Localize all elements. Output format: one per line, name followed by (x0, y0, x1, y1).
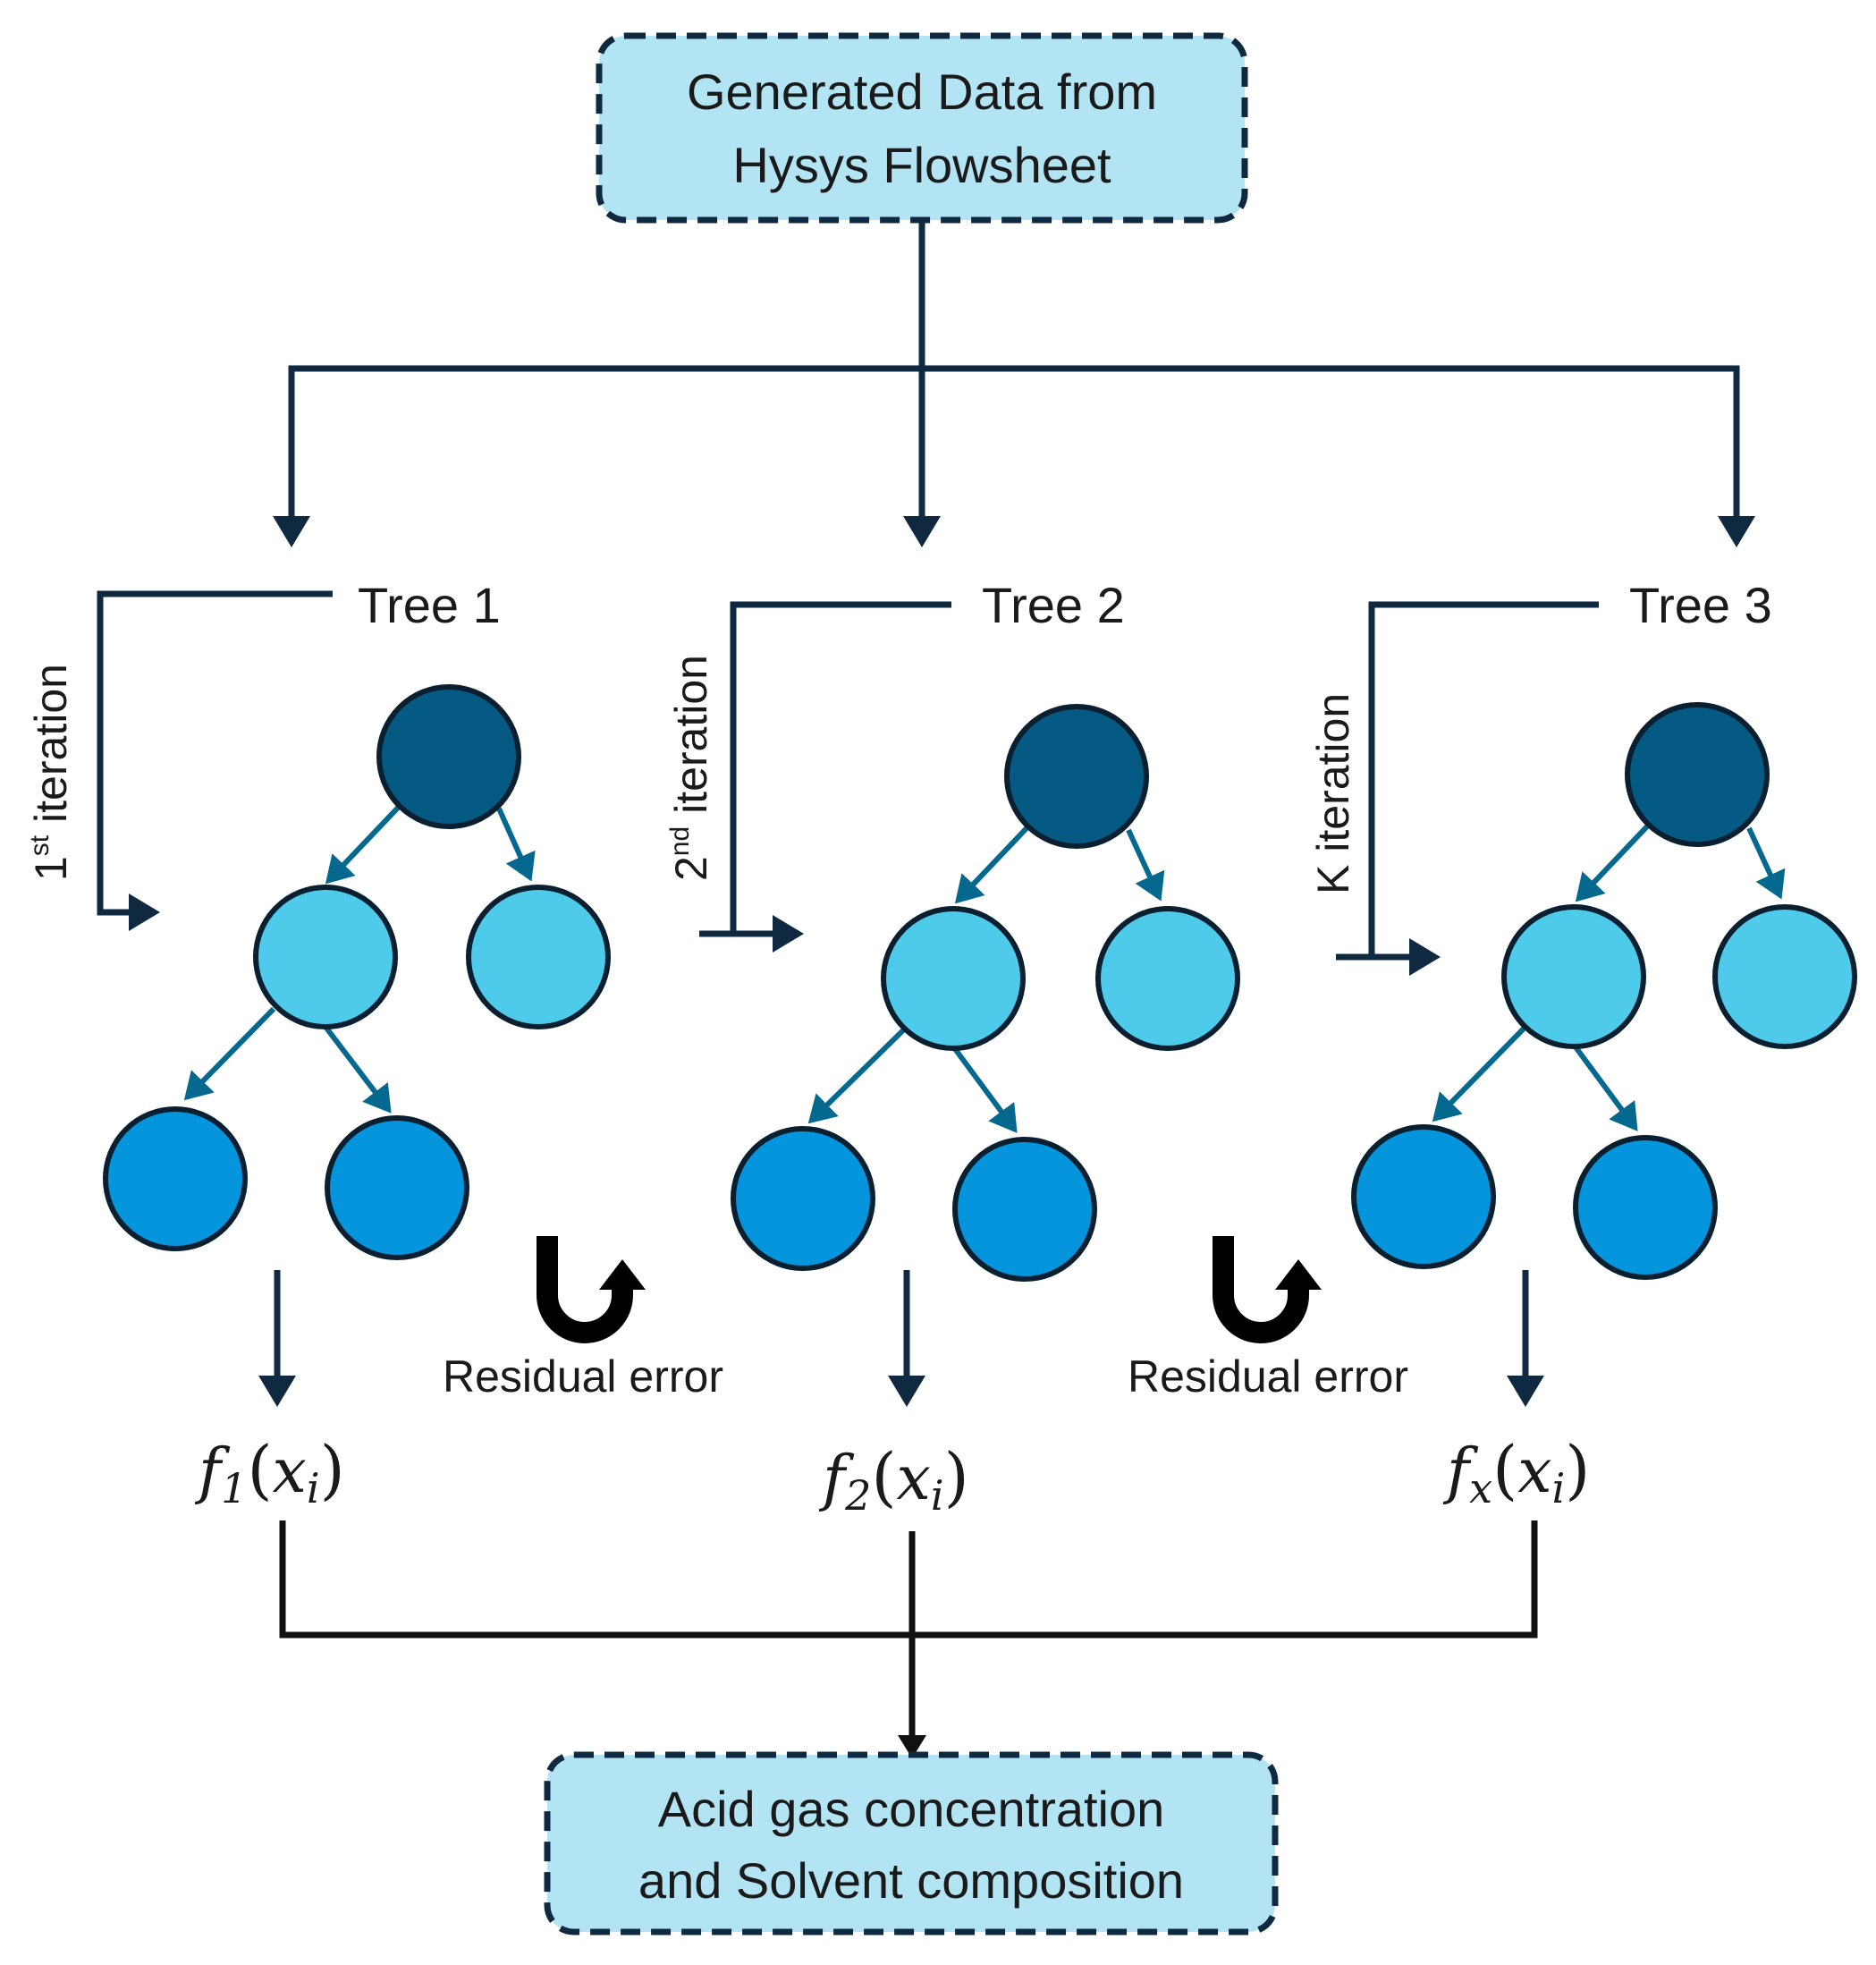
aggregation-arrowhead (898, 1735, 926, 1758)
aggregation-lines (279, 1520, 1538, 1758)
tree-1-edge-root-left (325, 804, 401, 885)
tree-2-edge-root-right (1126, 828, 1165, 902)
input-box-line2: Hysys Flowsheet (732, 137, 1111, 193)
tree-1-edge-mid-right (323, 1025, 392, 1114)
tree-3-iteration-label: K iteration (1308, 693, 1358, 894)
input-box: Generated Data from Hysys Flowsheet (596, 32, 1248, 224)
tree-2: Tree 2 2nd iteration f2(xi) (665, 577, 1240, 1520)
tree-1: Tree 1 1st iteration f1(xi) (25, 577, 611, 1512)
output-box: Acid gas concentration and Solvent compo… (544, 1751, 1279, 1935)
tree-1-label: Tree 1 (358, 577, 501, 633)
tree-3-edge-mid-right (1571, 1043, 1638, 1131)
tree-1-leaf-right (325, 1115, 469, 1260)
tree-2-middle-node (881, 906, 1026, 1051)
tree-3-edge-root-left (1575, 824, 1650, 902)
tree-2-root-node (1004, 704, 1149, 849)
tree-3-leaf-left (1351, 1124, 1496, 1269)
svg-text:2nd iteration: 2nd iteration (665, 655, 716, 881)
tree-1-root-node (376, 684, 521, 829)
redo-arrow-head-icon (1275, 1259, 1322, 1290)
tree-1-leaf-left (103, 1106, 248, 1251)
svg-text:K iteration: K iteration (1308, 693, 1358, 894)
tree-2-leaf-left (731, 1126, 875, 1271)
svg-text:1st iteration: 1st iteration (25, 664, 76, 881)
tree-1-edge-mid-left (183, 1006, 276, 1101)
tree-3-root-node (1625, 702, 1770, 847)
residual-error-label-1: Residual error (443, 1351, 723, 1402)
tree-3: Tree 3 K iteration fx(xi) (1308, 577, 1857, 1512)
tree-3-label: Tree 3 (1629, 577, 1772, 633)
tree-1-edge-root-right (496, 807, 536, 882)
tree-3-edge-root-right (1746, 826, 1786, 900)
horizontal-split-line (288, 365, 1740, 541)
tree-2-edge-mid-left (807, 1028, 906, 1124)
distribution-lines (273, 220, 1755, 547)
tree-3-edge-mid-left (1432, 1026, 1526, 1122)
redo-arrow-head-icon (599, 1259, 646, 1290)
tree-3-function: fx(xi) (1442, 1432, 1590, 1512)
tree-3-right-node (1712, 904, 1857, 1049)
residual-error-1: Residual error (443, 1236, 723, 1402)
tree-2-iteration-label: 2nd iteration (665, 655, 716, 881)
tree-2-iteration-line (730, 601, 951, 934)
tree-1-function: f1(xi) (194, 1432, 345, 1512)
tree-2-label: Tree 2 (982, 577, 1125, 633)
redo-arrow-icon (537, 1236, 633, 1343)
tree-2-right-node (1095, 906, 1240, 1051)
output-box-line2: and Solvent composition (638, 1852, 1184, 1909)
tree-3-leaf-right (1573, 1135, 1718, 1280)
tree-3-iteration-line (1368, 601, 1599, 957)
tree-1-right-node (466, 885, 611, 1029)
tree-2-leaf-right (952, 1137, 1097, 1282)
redo-arrow-icon (1213, 1236, 1309, 1343)
tree-2-function: f2(xi) (818, 1439, 969, 1520)
tree-1-iteration-arrow (97, 590, 333, 931)
output-box-line1: Acid gas concentration (658, 1781, 1165, 1837)
tree-2-edge-mid-right (951, 1045, 1018, 1133)
aggregation-bracket (279, 1520, 1538, 1639)
tree-1-middle-node (253, 885, 398, 1029)
input-box-line1: Generated Data from (687, 64, 1157, 120)
residual-error-label-2: Residual error (1128, 1351, 1408, 1402)
tree-2-edge-root-left (954, 826, 1029, 904)
residual-error-2: Residual error (1128, 1236, 1408, 1402)
tree-3-middle-node (1501, 904, 1646, 1049)
tree-1-iteration-label: 1st iteration (25, 664, 76, 881)
